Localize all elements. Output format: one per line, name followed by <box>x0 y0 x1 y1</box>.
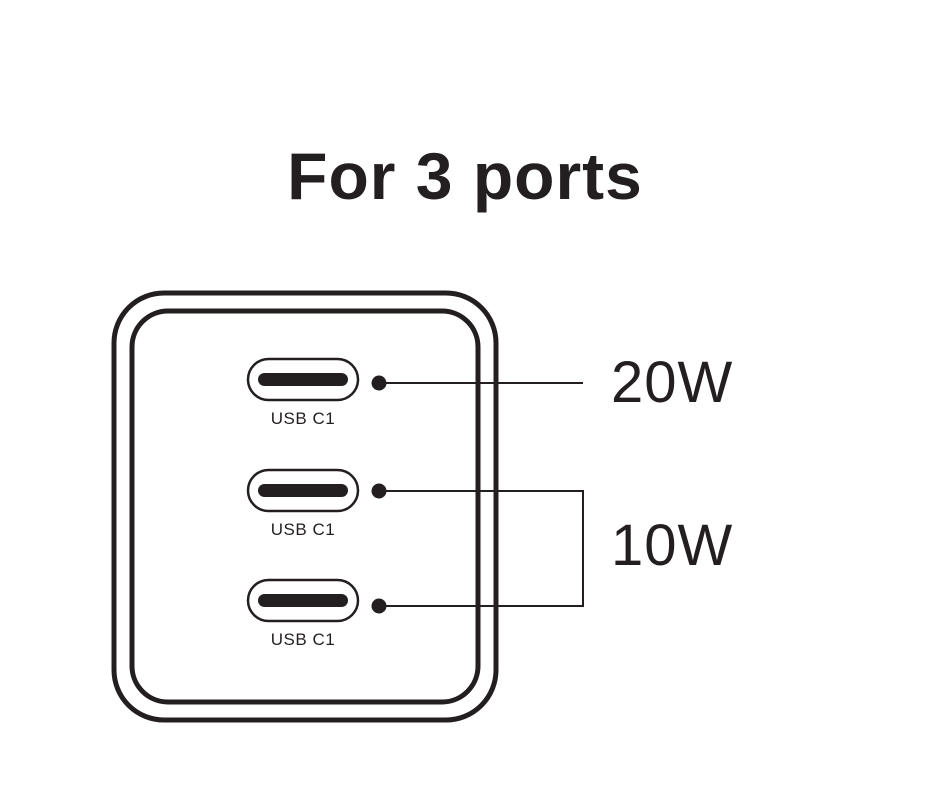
output-label-20w: 20W <box>611 350 733 415</box>
usb-c-port-2: USB C1 <box>246 468 387 539</box>
usb-c-port-slot <box>258 373 348 386</box>
usb-c-port-label: USB C1 <box>271 630 335 649</box>
usb-c-port-label: USB C1 <box>271 520 335 539</box>
usb-c-port-slot <box>258 484 348 497</box>
usb-c-port-slot <box>258 594 348 607</box>
usb-c-port-outline <box>246 468 360 513</box>
connector-bracket-10w <box>379 490 584 607</box>
diagram-title: For 3 ports <box>287 139 643 213</box>
output-label-10w: 10W <box>611 513 733 578</box>
usb-c-port-3: USB C1 <box>246 578 387 649</box>
usb-c-port-1: USB C1 <box>246 357 387 428</box>
usb-c-port-outline <box>246 357 360 402</box>
charger-outer-outline <box>111 290 499 723</box>
usb-c-port-label: USB C1 <box>271 409 335 428</box>
charger-inner-outline <box>129 308 481 705</box>
usb-c-port-outline <box>246 578 360 623</box>
